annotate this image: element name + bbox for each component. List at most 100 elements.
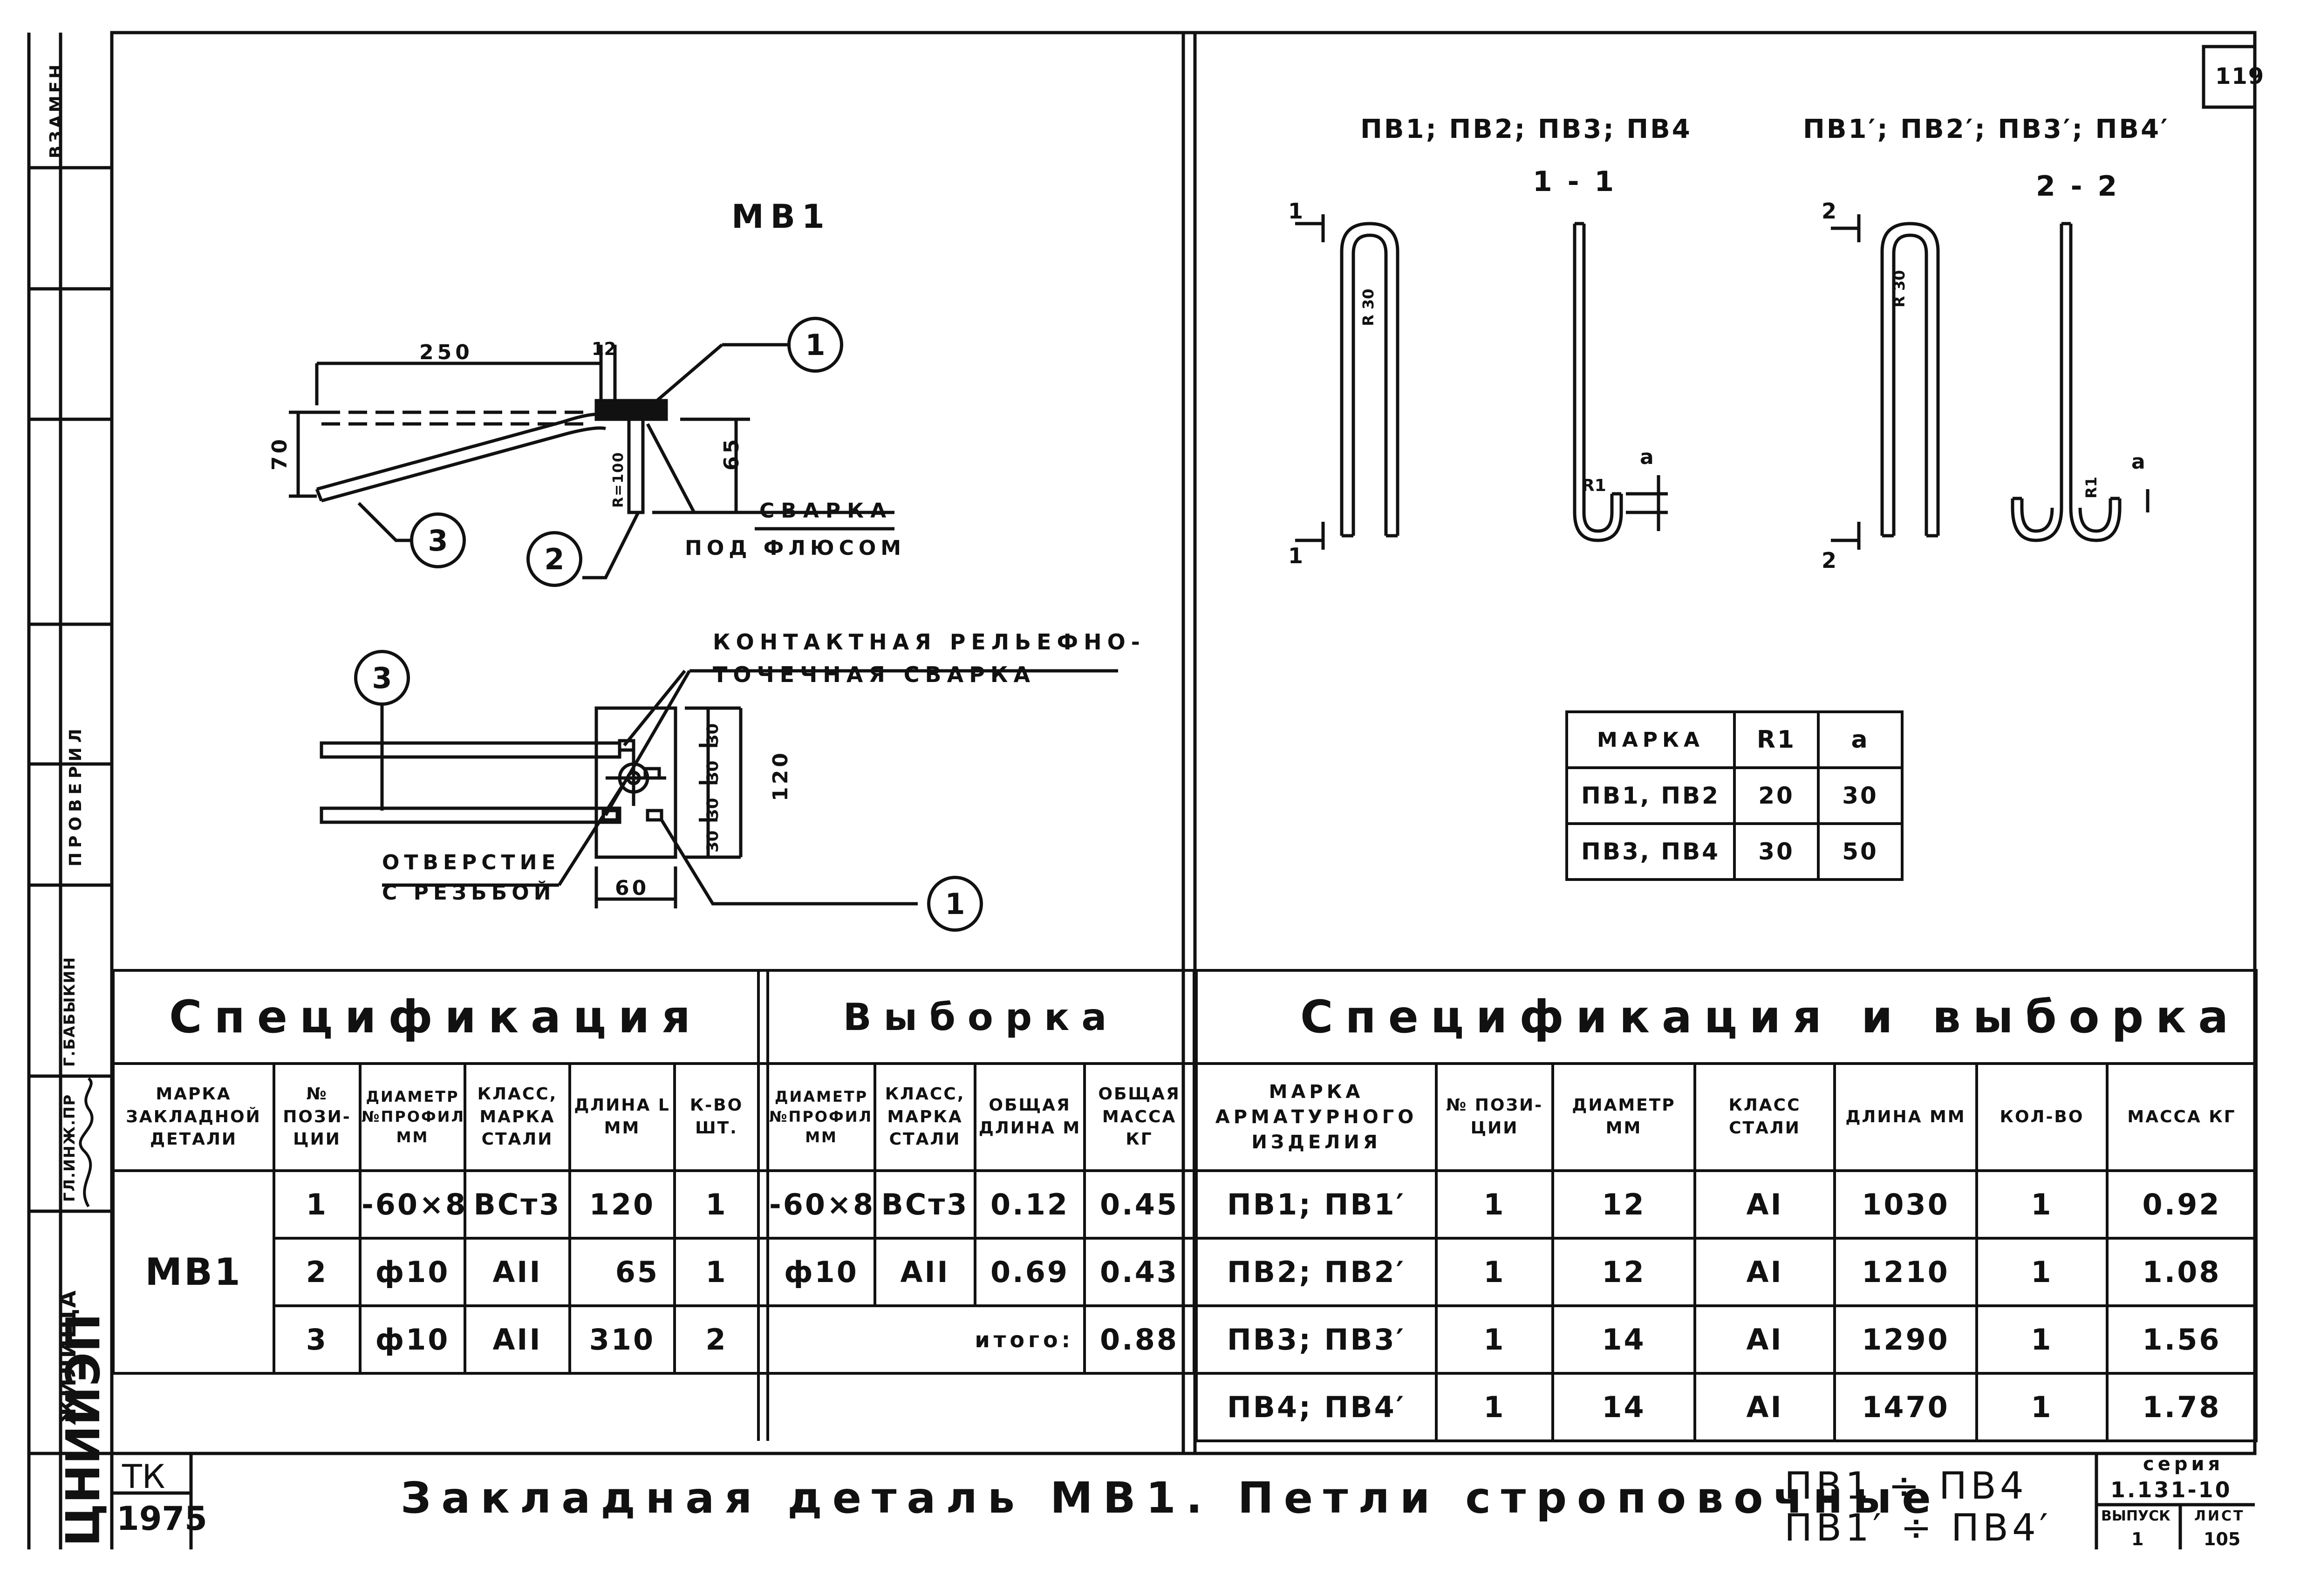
loops-cell: 1030: [1833, 1169, 1978, 1240]
dim-120: 120: [769, 750, 792, 801]
loops-spec-table: Спецификация и выборка МАРКА АРМАТУРНОГО…: [1194, 969, 2258, 1442]
r-table-header-a: a: [1817, 710, 1904, 769]
loops-cell: ПВ3; ПВ3′: [1195, 1304, 1438, 1375]
loops-header: ДИАМЕТР ММ: [1551, 1062, 1696, 1172]
spec-cell: 310: [568, 1304, 676, 1375]
mv1-drawing: [289, 343, 894, 580]
spec-divider: [757, 1304, 770, 1375]
vyborka-cell: ВСт3: [874, 1169, 977, 1240]
spec-title: Спецификация: [111, 969, 759, 1065]
spec-cell: 2: [673, 1304, 760, 1375]
loops-cell: 1: [1975, 1304, 2109, 1375]
dim-250: 250: [419, 341, 473, 364]
seria-label: серия: [2143, 1453, 2224, 1475]
vyborka-title: Выборка: [766, 969, 1196, 1065]
spec-header: ДИАМЕТР №ПРОФИЛЯ ММ: [359, 1062, 466, 1172]
loops-spec-title: Спецификация и выборка: [1194, 969, 2258, 1065]
loops-cell: ПВ2; ПВ2′: [1195, 1237, 1438, 1307]
loops-header: МАССА КГ: [2105, 1062, 2258, 1172]
vyborka-cell: 0.43: [1083, 1237, 1196, 1307]
section-2-2-label: 2 - 2: [2036, 170, 2120, 203]
range-line-1: ПВ1 ÷ ПВ4: [1784, 1464, 2027, 1507]
vyborka-cell: 0.45: [1083, 1169, 1196, 1240]
loops-cell: 1: [1975, 1169, 2109, 1240]
spec-divider: [757, 1169, 770, 1240]
dim-60: 60: [615, 876, 649, 900]
spec-divider: [757, 969, 770, 1065]
spec-header: КЛАСС, МАРКА СТАЛИ: [464, 1062, 571, 1172]
loops-cell: АI: [1693, 1237, 1836, 1307]
dim-30-d: 30: [703, 830, 722, 853]
tk-label: ТК: [122, 1458, 165, 1496]
loop2-radius-label: R 30: [1891, 270, 1908, 307]
dim-70: 70: [268, 436, 292, 471]
spec-cell: 65: [568, 1237, 676, 1307]
loops-cell: 0.92: [2105, 1169, 2258, 1240]
r-table-cell: 30: [1733, 822, 1820, 881]
spec-cell: 1: [273, 1169, 362, 1240]
vypusk-value: 1: [2131, 1529, 2144, 1549]
section22-a-label: a: [2131, 450, 2145, 474]
spec-cell: АII: [464, 1237, 571, 1307]
spec-header: МАРКА ЗАКЛАДНОЙ ДЕТАЛИ: [112, 1062, 275, 1172]
vyborka-cell: ф10: [766, 1237, 877, 1307]
list-value: 105: [2204, 1529, 2241, 1549]
loops-cell: АI: [1693, 1304, 1836, 1375]
spec-cell: 120: [568, 1169, 676, 1240]
loop-radius-table: МАРКА R1 a ПВ1, ПВ2 20 30 ПВ3, ПВ4 30 50: [1565, 710, 1904, 881]
otverstie-label-line2: С РЕЗЬБОЙ: [382, 881, 556, 905]
spec-divider: [757, 1372, 770, 1441]
vyborka-cell: 0.12: [974, 1169, 1086, 1240]
signature-mark: [79, 1077, 94, 1207]
loops-group2-title: ПВ1′; ПВ2′; ПВ3′; ПВ4′: [1803, 114, 2170, 144]
year-label: 1975: [116, 1500, 207, 1538]
r-table-header-mark: МАРКА: [1565, 710, 1736, 769]
dim-65: 65: [720, 436, 744, 471]
loops-header: ДЛИНА ММ: [1833, 1062, 1978, 1172]
vzamen-label: ВЗАМЕН: [47, 61, 66, 158]
loops-cell: АI: [1693, 1169, 1836, 1240]
kontakt-label-line2: ТОЧЕЧНАЯ СВАРКА: [713, 662, 1036, 687]
kontakt-label-line1: КОНТАКТНАЯ РЕЛЬЕФНО-: [713, 629, 1146, 655]
dim-r100: R=100: [610, 451, 627, 508]
cut-2-bottom-label: 2: [1822, 548, 1837, 573]
cut-2-top-label: 2: [1822, 198, 1837, 224]
loops-cell: 1: [1435, 1372, 1554, 1442]
loops-cell: АI: [1693, 1372, 1836, 1442]
sheet-number: 119: [2215, 63, 2265, 89]
spec-divider: [757, 1062, 770, 1172]
svarka-label: СВАРКА: [759, 499, 893, 523]
spec-cell: -60×8: [359, 1169, 466, 1240]
vyborka-cell: 0.69: [974, 1237, 1086, 1307]
vypusk-label: ВЫПУСК: [2101, 1508, 2170, 1524]
spec-cell: 2: [273, 1237, 362, 1307]
loops-cell: 1: [1435, 1237, 1554, 1307]
section11-r1-label: R1: [1582, 476, 1606, 495]
main-title: Закладная деталь МВ1. Петли строповочные: [401, 1473, 1941, 1523]
r-table-cell: 50: [1817, 822, 1904, 881]
loops-cell: 1290: [1833, 1304, 1978, 1375]
loops-group1-title: ПВ1; ПВ2; ПВ3; ПВ4: [1360, 114, 1692, 144]
vyborka-header: КЛАСС, МАРКА СТАЛИ: [874, 1062, 977, 1172]
itogo-value: 0.88: [1083, 1304, 1196, 1375]
spec-header: ДЛИНА L ММ: [568, 1062, 676, 1172]
loops-cell: 1.08: [2105, 1237, 2258, 1307]
spec-empty-row: [766, 1372, 1194, 1441]
otverstie-label-line1: ОТВЕРСТИЕ: [382, 851, 560, 874]
spec-cell: ф10: [359, 1304, 466, 1375]
babykin-label: Г.БАБЫКИН: [61, 956, 78, 1067]
loops-cell: 1: [1975, 1372, 2109, 1442]
vyborka-cell: -60×8: [766, 1169, 877, 1240]
section22-r1-label: R1: [2082, 477, 2100, 498]
loops-cell: 12: [1551, 1169, 1696, 1240]
loops-cell: 1: [1435, 1169, 1554, 1240]
cut-1-top-label: 1: [1288, 198, 1304, 224]
loops-header: № ПОЗИ- ЦИИ: [1435, 1062, 1554, 1172]
spec-cell: 1: [673, 1169, 760, 1240]
spec-empty-row: [113, 1372, 760, 1441]
loops-cell: 1: [1435, 1304, 1554, 1375]
r-table-cell: ПВ1, ПВ2: [1565, 766, 1736, 825]
r-table-cell: ПВ3, ПВ4: [1565, 822, 1736, 881]
vyborka-header: ОБЩАЯ ДЛИНА М: [974, 1062, 1086, 1172]
